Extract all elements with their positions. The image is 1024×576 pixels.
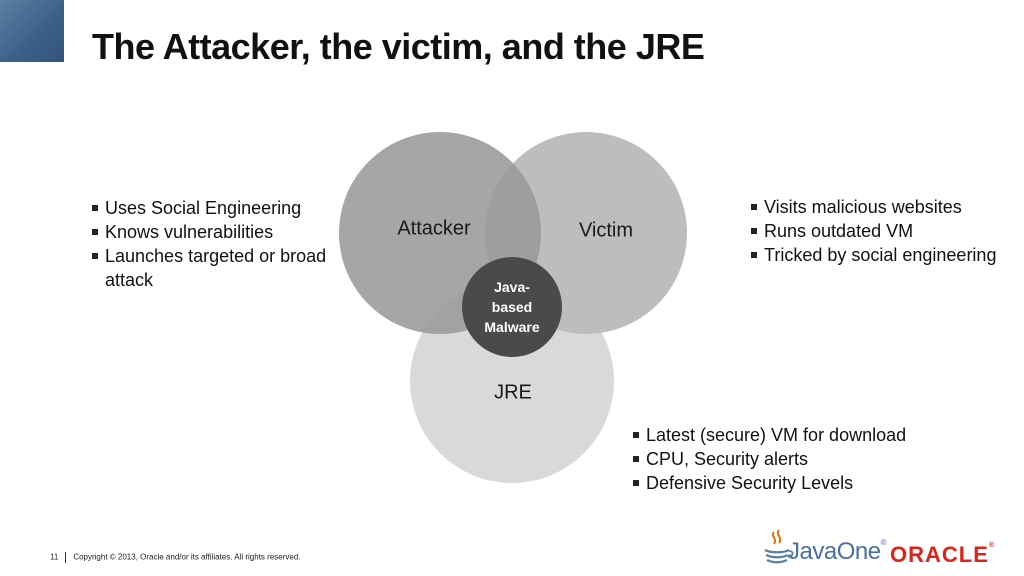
list-item: Tricked by social engineering [749,243,999,267]
victim-bullet-list: Visits malicious websites Runs outdated … [749,195,999,267]
jre-bullet-list: Latest (secure) VM for download CPU, Sec… [631,423,951,495]
javaone-logo: JavaOne® [788,538,887,566]
attacker-bullet-list: Uses Social Engineering Knows vulnerabil… [90,196,340,292]
footer-divider [65,552,67,563]
venn-label-victim: Victim [578,219,634,242]
list-item: Knows vulnerabilities [90,220,340,244]
slide-footer: 11 Copyright © 2013, Oracle and/or its af… [50,552,301,563]
center-label-line: Java- [494,279,530,295]
oracle-logo: ORACLE® [890,542,995,568]
venn-center-label: Java- based Malware [467,277,557,337]
trademark-mark: ® [880,538,887,547]
list-item: Latest (secure) VM for download [631,423,951,447]
center-label-line: Malware [484,319,540,335]
registered-mark: ® [988,542,996,549]
list-item: Defensive Security Levels [631,471,951,495]
list-item: Launches targeted or broad attack [90,244,340,292]
venn-center-malware [462,257,562,357]
java-cup-icon [764,529,794,564]
slide-title: The Attacker, the victim, and the JRE [92,26,705,67]
copyright-text: Copyright © 2013, Oracle and/or its affi… [73,552,301,562]
page-number: 11 [50,552,59,562]
venn-label-jre: JRE [494,381,532,404]
javaone-logo-text: JavaOne [788,538,881,565]
list-item: Visits malicious websites [749,195,999,219]
venn-label-attacker: Attacker [397,217,471,240]
center-label-line: based [491,299,533,315]
corner-accent-block [0,0,64,62]
list-item: Uses Social Engineering [90,196,340,220]
oracle-logo-text: ORACLE [890,542,989,567]
list-item: CPU, Security alerts [631,447,951,471]
list-item: Runs outdated VM [749,219,999,243]
